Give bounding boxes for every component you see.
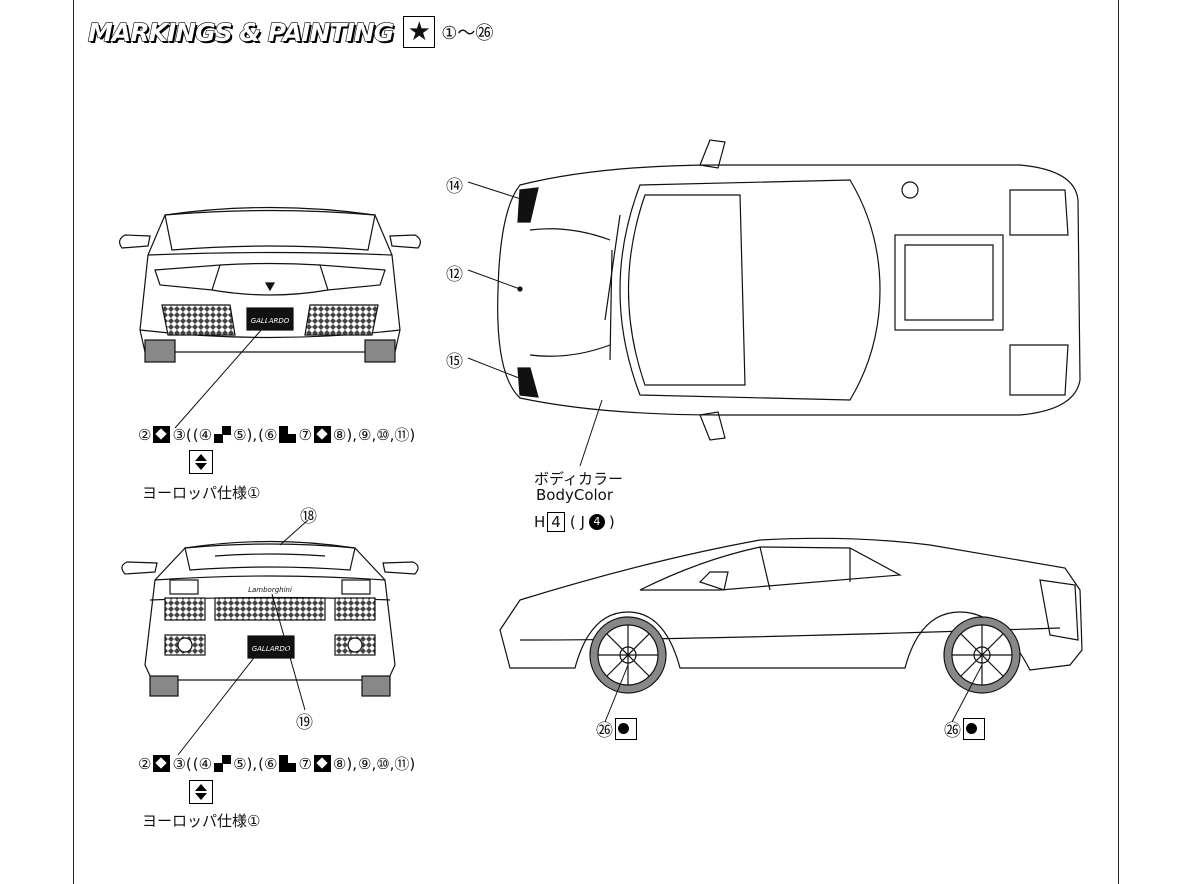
note-token: ⑧), bbox=[332, 425, 357, 444]
body-color-jp: ボディカラー bbox=[534, 470, 623, 488]
front-decal-note: ② ③( (④ ⑤), (⑥ ⑦ ⑧), ⑨,⑩,⑪) bbox=[138, 424, 415, 445]
note-token: ③( bbox=[172, 754, 192, 773]
decal-diamond-icon bbox=[153, 755, 171, 772]
top-view-car bbox=[497, 139, 1081, 441]
body-color-en: BodyColor bbox=[536, 486, 614, 504]
note-token: ② bbox=[138, 425, 152, 444]
note-token: ⑨,⑩,⑪) bbox=[358, 755, 416, 773]
decal-checker-icon bbox=[214, 755, 232, 772]
page-border-right bbox=[1118, 0, 1119, 884]
note-token: (④ bbox=[192, 425, 213, 444]
note-token: ⑤), bbox=[233, 425, 258, 444]
decal-dot-icon bbox=[615, 717, 637, 740]
europe-spec-rear: ヨーロッパ仕様① bbox=[142, 812, 261, 830]
code-prefix: H bbox=[534, 513, 546, 531]
section-heading: MARKINGS & PAINTING ★ ①～㉖ bbox=[87, 14, 494, 50]
callout-26-front: ㉖ bbox=[596, 721, 613, 741]
page-border-left bbox=[73, 0, 74, 884]
front-view-car: GALLARDO bbox=[119, 206, 421, 363]
leader-lines bbox=[174, 181, 983, 756]
callout-12: ⑫ bbox=[446, 265, 463, 285]
note-token: (⑥ bbox=[258, 754, 278, 773]
decal-checker-icon bbox=[279, 755, 297, 772]
rear-script: Lamborghini bbox=[248, 586, 292, 594]
callout-18: ⑱ bbox=[300, 507, 317, 527]
callout-19: ⑲ bbox=[296, 713, 313, 733]
callout-15: ⑮ bbox=[446, 352, 463, 372]
front-plate-text: GALLARDO bbox=[251, 317, 290, 325]
decal-arrow-icon bbox=[189, 450, 213, 474]
code-alt: ( J bbox=[569, 513, 585, 531]
note-token: (④ bbox=[192, 754, 213, 773]
code-alt-num: 4 bbox=[588, 514, 605, 530]
decal-dot-icon bbox=[963, 717, 985, 740]
marking-range: ①～㉖ bbox=[441, 23, 494, 44]
decal-checker-icon bbox=[279, 426, 297, 443]
note-token: (⑥ bbox=[258, 425, 278, 444]
note-token: ⑦ bbox=[298, 754, 312, 773]
side-view-car bbox=[499, 537, 1083, 694]
wheel-callout-front: ㉖ bbox=[596, 716, 638, 741]
callout-26-rear: ㉖ bbox=[944, 721, 961, 741]
code-alt-close: ) bbox=[608, 513, 615, 531]
callout-14: ⑭ bbox=[446, 177, 463, 197]
note-token: ⑨,⑩,⑪) bbox=[358, 426, 416, 444]
decal-checker-icon bbox=[214, 426, 232, 443]
europe-spec-front: ヨーロッパ仕様① bbox=[142, 484, 261, 502]
section-title: MARKINGS & PAINTING bbox=[87, 17, 394, 47]
rear-view-car: GALLARDO Lamborghini bbox=[121, 540, 419, 697]
note-token: ⑤), bbox=[233, 754, 258, 773]
decal-diamond-icon bbox=[313, 755, 331, 772]
note-token: ⑧), bbox=[332, 754, 357, 773]
note-token: ② bbox=[138, 754, 152, 773]
code-box: 4 bbox=[547, 512, 565, 532]
rear-plate-text: GALLARDO bbox=[252, 645, 291, 653]
decal-diamond-icon bbox=[153, 426, 171, 443]
note-token: ⑦ bbox=[298, 425, 312, 444]
decal-arrow-icon bbox=[189, 780, 213, 804]
rear-decal-note: ② ③( (④ ⑤), (⑥ ⑦ ⑧), ⑨,⑩,⑪) bbox=[138, 753, 415, 774]
body-color-code: H 4 ( J 4 ) bbox=[534, 512, 615, 532]
note-token: ③( bbox=[172, 425, 192, 444]
wheel-callout-rear: ㉖ bbox=[944, 716, 986, 741]
star-icon: ★ bbox=[403, 16, 436, 48]
decal-diamond-icon bbox=[313, 426, 331, 443]
